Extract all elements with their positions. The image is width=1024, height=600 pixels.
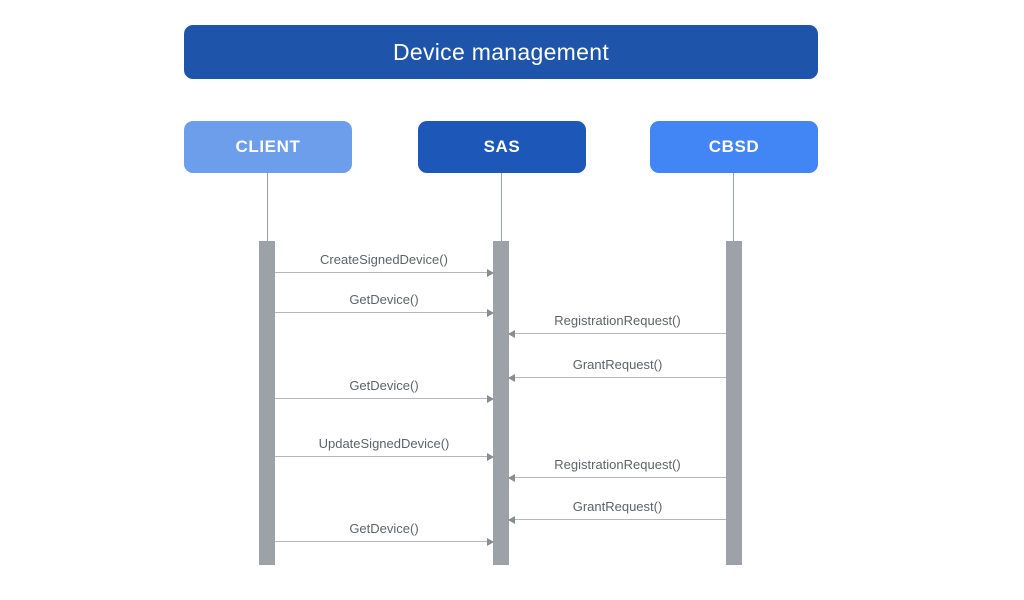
message-label: UpdateSignedDevice() <box>318 436 450 451</box>
message-create-signed-device: CreateSignedDevice() <box>275 252 494 277</box>
arrow-right-icon <box>275 537 494 546</box>
actor-box-client: CLIENT <box>184 121 352 173</box>
message-label: GrantRequest() <box>572 499 663 514</box>
message-label: GrantRequest() <box>572 357 663 372</box>
message-get-device-3: GetDevice() <box>275 521 494 546</box>
lifeline-client <box>267 173 268 241</box>
arrow-right-icon <box>275 268 494 277</box>
activation-bar-cbsd <box>726 241 742 565</box>
arrow-right-icon <box>275 394 494 403</box>
actor-box-cbsd: CBSD <box>650 121 818 173</box>
message-registration-request-1: RegistrationRequest() <box>508 313 726 338</box>
message-label: CreateSignedDevice() <box>320 252 448 267</box>
arrow-left-icon <box>508 329 726 338</box>
diagram-title: Device management <box>184 25 818 79</box>
message-get-device-2: GetDevice() <box>275 378 494 403</box>
message-label: GetDevice() <box>349 521 419 536</box>
activation-bar-client <box>259 241 275 565</box>
activation-bar-sas <box>493 241 509 565</box>
message-registration-request-2: RegistrationRequest() <box>508 457 726 482</box>
arrow-right-icon <box>275 308 494 317</box>
arrow-right-icon <box>275 452 494 461</box>
message-get-device-1: GetDevice() <box>275 292 494 317</box>
message-grant-request-1: GrantRequest() <box>508 357 726 382</box>
message-label: GetDevice() <box>349 378 419 393</box>
message-update-signed-device: UpdateSignedDevice() <box>275 436 494 461</box>
arrow-left-icon <box>508 373 726 382</box>
message-label: RegistrationRequest() <box>554 457 681 472</box>
message-label: RegistrationRequest() <box>554 313 681 328</box>
lifeline-sas <box>501 173 502 241</box>
arrow-left-icon <box>508 473 726 482</box>
actor-box-sas: SAS <box>418 121 586 173</box>
lifeline-cbsd <box>733 173 734 241</box>
arrow-left-icon <box>508 515 726 524</box>
message-grant-request-2: GrantRequest() <box>508 499 726 524</box>
message-label: GetDevice() <box>349 292 419 307</box>
